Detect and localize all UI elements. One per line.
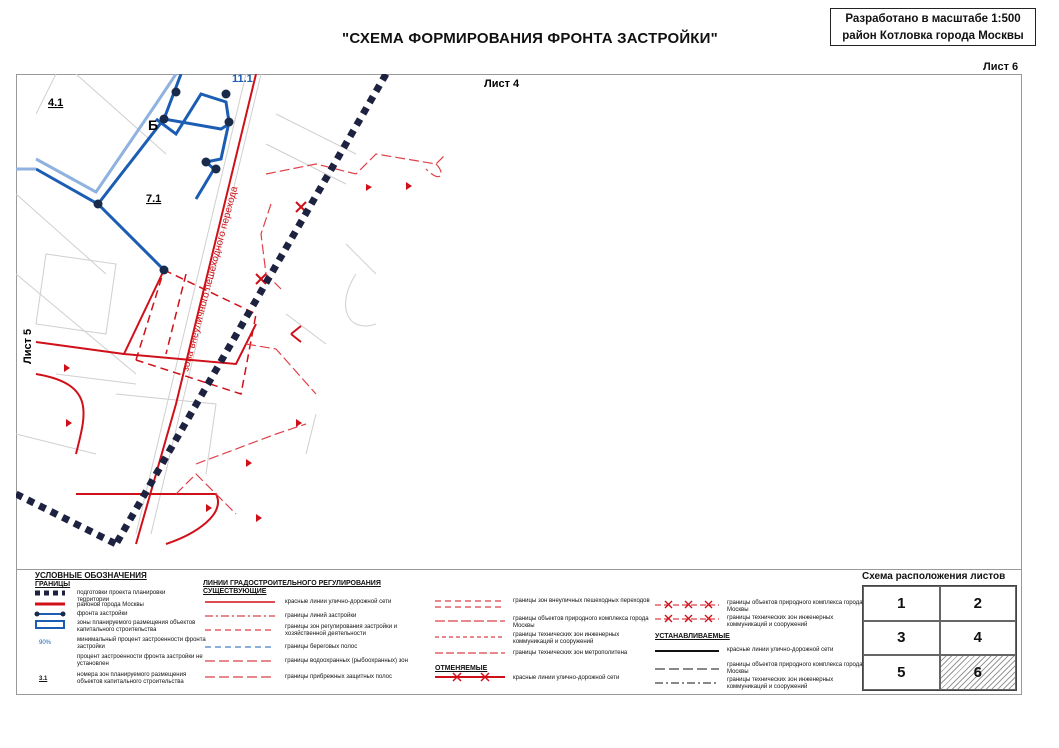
- front-nodes: [93, 87, 234, 275]
- legend-borders-heading: ГРАНИЦЫ: [35, 581, 71, 588]
- legend-established-1: границы объектов природного комплекса го…: [727, 662, 863, 675]
- legend-zone-number-sample: 3.1: [39, 676, 48, 682]
- cancelled-red-line-marks: [255, 201, 307, 343]
- legend-col3-symbols: [435, 600, 505, 682]
- legend-established-2: границы технических зон инженерных комму…: [727, 677, 834, 690]
- legend-lines-heading: ЛИНИИ ГРАДОСТРОИТЕЛЬНОГО РЕГУЛИРОВАНИЯ: [203, 580, 381, 587]
- building-front-lines: [35, 74, 231, 272]
- legend-col3-0: границы зон внеуличных пешеходных перехо…: [513, 598, 650, 604]
- pedestrian-zone-label: зона внеуличного пешеходного перехода: [180, 185, 240, 373]
- zone-outline: [16, 74, 178, 194]
- map-drawing: 4.1 7.1 11.1 Б Лист 4 Лист 5 зона внеули…: [16, 74, 520, 548]
- legend-col4-symbols: [655, 600, 719, 684]
- sheet-cell-3: 3: [863, 620, 940, 656]
- sheet-cell-4: 4: [939, 620, 1016, 656]
- legend-existing-0: красные линии улично-дорожной сети: [285, 599, 392, 605]
- neighbor-sheet-left: Лист 5: [22, 329, 34, 364]
- legend-col4-0: границы объектов природного комплекса го…: [727, 600, 863, 613]
- legend-col3-1: границы объектов природного комплекса го…: [513, 616, 649, 629]
- legend-col4-1: границы технических зон инженерных комму…: [727, 615, 834, 628]
- legend-border-5: процент застроенности фронта застройки н…: [77, 654, 203, 667]
- legend-col3-3: границы технических зон метрополитена: [513, 650, 628, 656]
- neighbor-sheet-top: Лист 4: [484, 78, 520, 90]
- legend-border-6: номера зон планируемого размещения объек…: [77, 672, 187, 685]
- legend-existing-2: границы зон регулирования застройки и хо…: [285, 624, 398, 637]
- legend-existing-3: границы береговых полос: [285, 644, 358, 650]
- sheet-cell-1: 1: [863, 586, 940, 621]
- legend-existing-symbols: [205, 601, 275, 678]
- legend-cancelled-heading: ОТМЕНЯЕМЫЕ: [435, 665, 488, 672]
- sheet-scheme-grid: 1 2 3 4 5 6: [862, 585, 1017, 691]
- legend-title: УСЛОВНЫЕ ОБОЗНАЧЕНИЯ: [35, 571, 147, 580]
- legend-col3-2: границы технических зон инженерных комму…: [513, 632, 620, 645]
- stamp-district: район Котловка города Москвы: [842, 30, 1024, 42]
- nature-complex-border: [175, 153, 447, 515]
- background-topography: [16, 74, 377, 535]
- sheet-cell-6-current: 6: [939, 655, 1016, 690]
- sheet-scheme-title: Схема расположения листов: [862, 571, 1006, 582]
- sheet-number: Лист 6: [983, 61, 1019, 73]
- legend-existing-5: границы прибрежных защитных полос: [285, 674, 393, 680]
- zone-triangles: [64, 182, 412, 522]
- legend-established-0: красные линии улично-дорожной сети: [727, 647, 834, 653]
- zone-label-7-1: 7.1: [146, 193, 161, 205]
- legend-border-symbols: [34, 590, 66, 629]
- legend-border-4: минимальный процент застроенности фронта…: [77, 637, 206, 650]
- map-frame: [16, 74, 1022, 570]
- zone-label-4-1: 4.1: [48, 97, 63, 109]
- legend: УСЛОВНЫЕ ОБОЗНАЧЕНИЯ ГРАНИЦЫ подготовки …: [16, 569, 1022, 695]
- zone-label-b: Б: [148, 117, 158, 133]
- sheet-cell-5: 5: [863, 655, 940, 690]
- planning-boundary: [16, 74, 390, 548]
- scale-stamp: Разработано в масштабе 1:500 район Котло…: [830, 8, 1036, 46]
- legend-cancelled-0: красные линии улично-дорожной сети: [513, 675, 620, 681]
- legend-existing-heading: СУЩЕСТВУЮЩИЕ: [203, 588, 267, 595]
- legend-percent-sample: 90%: [39, 640, 52, 646]
- sheet-cell-2: 2: [939, 586, 1016, 621]
- stamp-scale: Разработано в масштабе 1:500: [845, 13, 1021, 25]
- legend-established-heading: УСТАНАВЛИВАЕМЫЕ: [655, 633, 730, 640]
- page-title: "СХЕМА ФОРМИРОВАНИЯ ФРОНТА ЗАСТРОЙКИ": [342, 30, 718, 47]
- zone-label-11-1: 11.1: [232, 74, 253, 85]
- pedestrian-zone-border: [135, 269, 257, 395]
- legend-border-1: районов города Москвы: [77, 602, 144, 608]
- legend-existing-4: границы водоохранных (рыбоохранных) зон: [285, 658, 408, 664]
- legend-border-0: подготовки проекта планировки территории: [77, 590, 166, 603]
- legend-border-2: фронта застройки: [77, 611, 128, 617]
- legend-existing-1: границы линий застройки: [285, 613, 357, 619]
- legend-border-3: зоны планируемого размещения объектов ка…: [77, 620, 196, 633]
